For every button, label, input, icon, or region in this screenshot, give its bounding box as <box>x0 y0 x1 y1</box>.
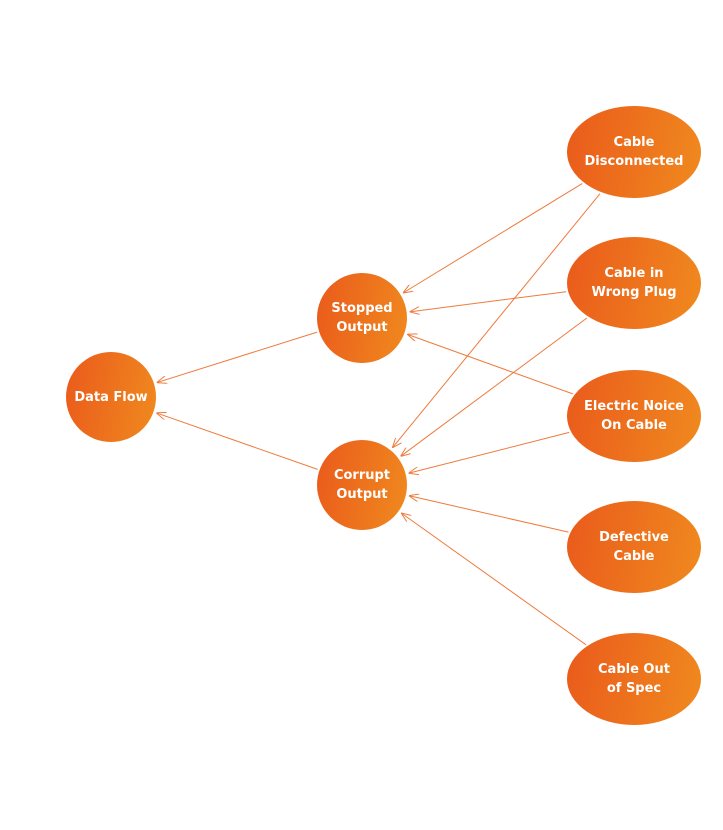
node-label: Defective Cable <box>599 530 669 564</box>
edge-cable-disconnected-to-stopped-output <box>404 183 583 293</box>
edge-corrupt-output-to-data-flow <box>157 413 318 470</box>
node-label: Cable Out of Spec <box>598 662 670 696</box>
node-label: Electric Noice On Cable <box>584 399 684 433</box>
node-label: Corrupt Output <box>333 468 391 502</box>
edge-cable-wrong-plug-to-stopped-output <box>411 291 567 312</box>
edge-cable-wrong-plug-to-corrupt-output <box>401 317 588 456</box>
edge-group <box>157 183 601 646</box>
node-corrupt-output[interactable]: Corrupt Output <box>317 440 407 530</box>
edge-electric-noise-to-stopped-output <box>408 335 573 395</box>
node-electric-noise-on-cable[interactable]: Electric Noice On Cable <box>567 370 701 462</box>
node-label: Cable Disconnected <box>584 135 684 169</box>
node-label: Data Flow <box>74 389 148 405</box>
edge-stopped-output-to-data-flow <box>158 331 318 382</box>
node-label: Cable in Wrong Plug <box>591 266 677 300</box>
node-cable-disconnected[interactable]: Cable Disconnected <box>567 106 701 198</box>
edge-defective-cable-to-corrupt-output <box>410 496 569 533</box>
node-label: Stopped Output <box>331 301 393 335</box>
edge-electric-noise-to-corrupt-output <box>410 431 570 473</box>
node-stopped-output[interactable]: Stopped Output <box>317 273 407 363</box>
node-cable-out-of-spec[interactable]: Cable Out of Spec <box>567 633 701 725</box>
edge-cable-out-of-spec-to-corrupt-output <box>402 514 587 646</box>
node-cable-in-wrong-plug[interactable]: Cable in Wrong Plug <box>567 237 701 329</box>
node-data-flow[interactable]: Data Flow <box>66 352 156 442</box>
edge-cable-disconnected-to-corrupt-output <box>393 193 601 447</box>
node-defective-cable[interactable]: Defective Cable <box>567 501 701 593</box>
